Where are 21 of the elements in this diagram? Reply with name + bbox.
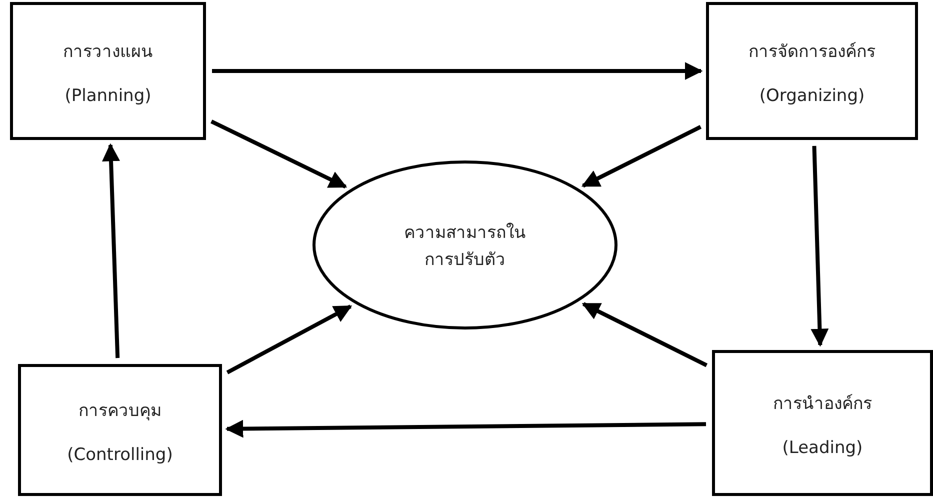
arrow bbox=[102, 143, 120, 358]
node-label: (Leading) bbox=[782, 438, 863, 458]
arrow bbox=[581, 125, 702, 188]
arrow bbox=[225, 420, 706, 438]
arrow bbox=[212, 62, 703, 80]
process-box bbox=[18, 364, 222, 496]
arrow bbox=[226, 304, 352, 374]
process-box bbox=[712, 350, 933, 496]
node-label: การควบคุม bbox=[78, 400, 162, 422]
process-box bbox=[706, 2, 918, 140]
node-label: การวางแผน bbox=[63, 40, 153, 64]
arrow bbox=[582, 302, 708, 368]
node-label: (Organizing) bbox=[759, 86, 865, 106]
node-label: การนำองค์กร bbox=[773, 392, 872, 416]
node-label: (Planning) bbox=[64, 86, 152, 106]
node-label: การจัดการองค์กร bbox=[748, 40, 876, 64]
arrow bbox=[210, 120, 348, 189]
arrow bbox=[810, 146, 829, 347]
process-box bbox=[10, 2, 206, 140]
node-label: (Controlling) bbox=[67, 444, 173, 464]
node-label: ความสามารถในการปรับตัว bbox=[403, 222, 527, 272]
